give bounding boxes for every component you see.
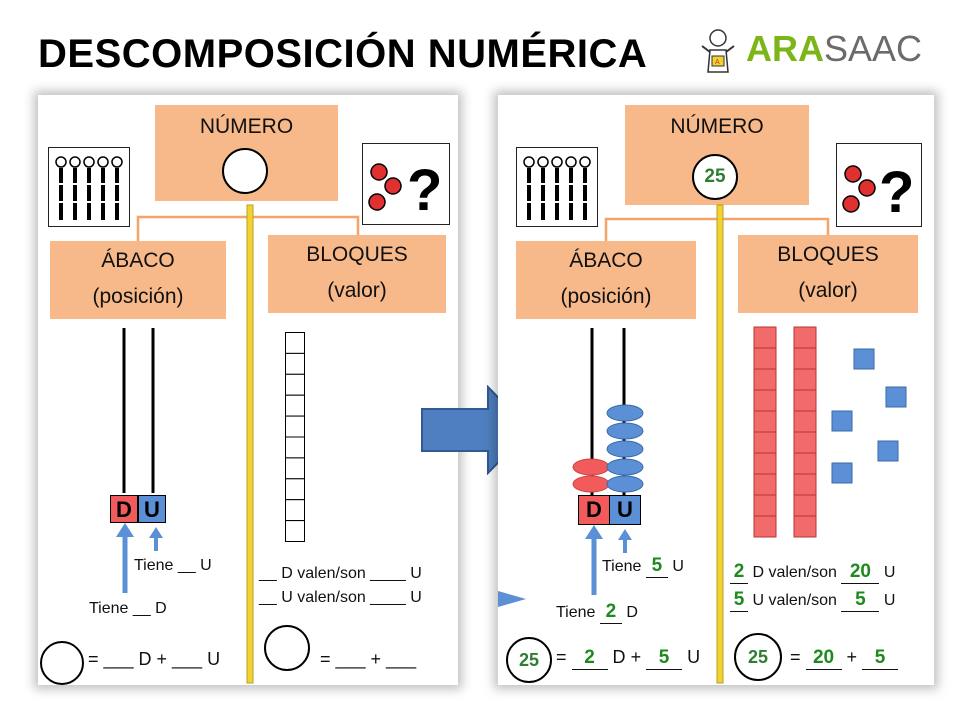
number-circle: 25: [692, 154, 738, 200]
unit-block: [877, 440, 899, 462]
numero-label: NÚMERO: [670, 115, 764, 138]
abacus-pictogram-icon: [516, 147, 598, 227]
equation-tens-value-answer: 20: [805, 647, 842, 670]
unit-block: [831, 462, 853, 484]
abaco-box: ÁBACO (posición): [50, 241, 226, 319]
answer-circle-right: 25: [734, 633, 782, 681]
svg-text:A: A: [715, 59, 720, 66]
decenas-count-answer: 2: [730, 561, 748, 584]
unidades-label: U: [138, 495, 166, 523]
equation-units-value-answer: 5: [862, 647, 899, 670]
abaco-box: ÁBACO (posición): [516, 241, 696, 319]
arasaac-mascot-icon: A: [701, 29, 735, 73]
bloques-box: BLOQUES (valor): [268, 235, 446, 313]
unit-block: [885, 386, 907, 408]
decenas-value-answer: 20: [841, 561, 880, 584]
bloques-box: BLOQUES (valor): [738, 235, 918, 313]
equation-values: = ___ + ___: [320, 649, 417, 669]
equation-values: = 20 + 5: [790, 647, 899, 670]
decenas-valen-text: 2 D valen/son 20 U: [730, 561, 895, 584]
counting-dots-question-icon: ?: [362, 143, 450, 225]
arasaac-logo-text: ARASAAC: [746, 28, 923, 69]
equation-positional: = ___ D + ___ U: [88, 649, 221, 669]
numero-box: NÚMERO: [155, 105, 338, 201]
unidades-valen-text: 5 U valen/son 5 U: [730, 589, 895, 612]
counting-dots-question-icon: ?: [836, 143, 922, 227]
answer-circle-left: [40, 641, 84, 685]
unit-block: [853, 348, 875, 370]
svg-text:?: ?: [879, 160, 914, 225]
left-worksheet: NÚMERO ? ÁBACO (: [38, 95, 458, 685]
connector-lines: [136, 204, 360, 684]
connector-lines: [498, 204, 830, 684]
bloques-sublabel: (valor): [798, 279, 858, 302]
decenas-label: D: [110, 495, 138, 523]
bloques-label: BLOQUES: [777, 243, 879, 266]
units-bead: [606, 422, 644, 440]
bloques-sublabel: (valor): [327, 279, 387, 302]
abaco-label: ÁBACO: [569, 249, 643, 272]
units-bead: [606, 458, 644, 476]
unidades-valen-text: __ U valen/son ____ U: [259, 589, 422, 606]
number-value: 25: [704, 166, 726, 187]
abacus-with-beads: [572, 328, 644, 595]
value-blocks: [753, 326, 907, 538]
empty-ten-block: [285, 332, 305, 543]
page-title: DESCOMPOSICIÓN NUMÉRICA: [38, 32, 648, 76]
equation-positional: = 2 D + 5 U: [556, 647, 701, 670]
units-bead: [606, 475, 644, 493]
right-worksheet: NÚMERO 25 ?: [498, 95, 934, 685]
tiene-unidades-answer: 5: [645, 555, 668, 578]
numero-label: NÚMERO: [199, 115, 294, 138]
number-circle: [222, 148, 268, 194]
units-bead: [606, 404, 644, 422]
equation-units-answer: 5: [646, 647, 683, 670]
decenas-label: D: [578, 495, 610, 525]
tiene-unidades-text: Tiene 5 U: [602, 555, 684, 578]
units-bead: [606, 440, 644, 458]
answer-circle-left: 25: [506, 637, 552, 683]
arasaac-logo: A ARASAAC: [696, 26, 936, 76]
decenas-valen-text: __ D valen/son ____ U: [259, 565, 422, 582]
abaco-sublabel: (posición): [560, 285, 652, 308]
tiene-decenas-text: Tiene 2 D: [556, 601, 638, 624]
tiene-decenas-answer: 2: [599, 601, 622, 624]
abaco-label: ÁBACO: [101, 249, 175, 272]
unit-block: [831, 410, 853, 432]
abacus-rods: [116, 328, 163, 593]
tiene-decenas-text: Tiene __ D: [89, 600, 167, 617]
bloques-label: BLOQUES: [306, 243, 408, 266]
numero-box: NÚMERO 25: [625, 105, 809, 205]
unidades-value-answer: 5: [841, 589, 880, 612]
unidades-label: U: [609, 495, 641, 525]
tiene-unidades-text: Tiene __ U: [134, 557, 212, 574]
answer-circle-right: [264, 625, 310, 671]
abacus-pictogram-icon: [48, 147, 130, 227]
abaco-sublabel: (posición): [92, 285, 184, 308]
equation-tens-answer: 2: [571, 647, 608, 670]
unidades-count-answer: 5: [730, 589, 748, 612]
svg-text:?: ?: [407, 158, 442, 223]
